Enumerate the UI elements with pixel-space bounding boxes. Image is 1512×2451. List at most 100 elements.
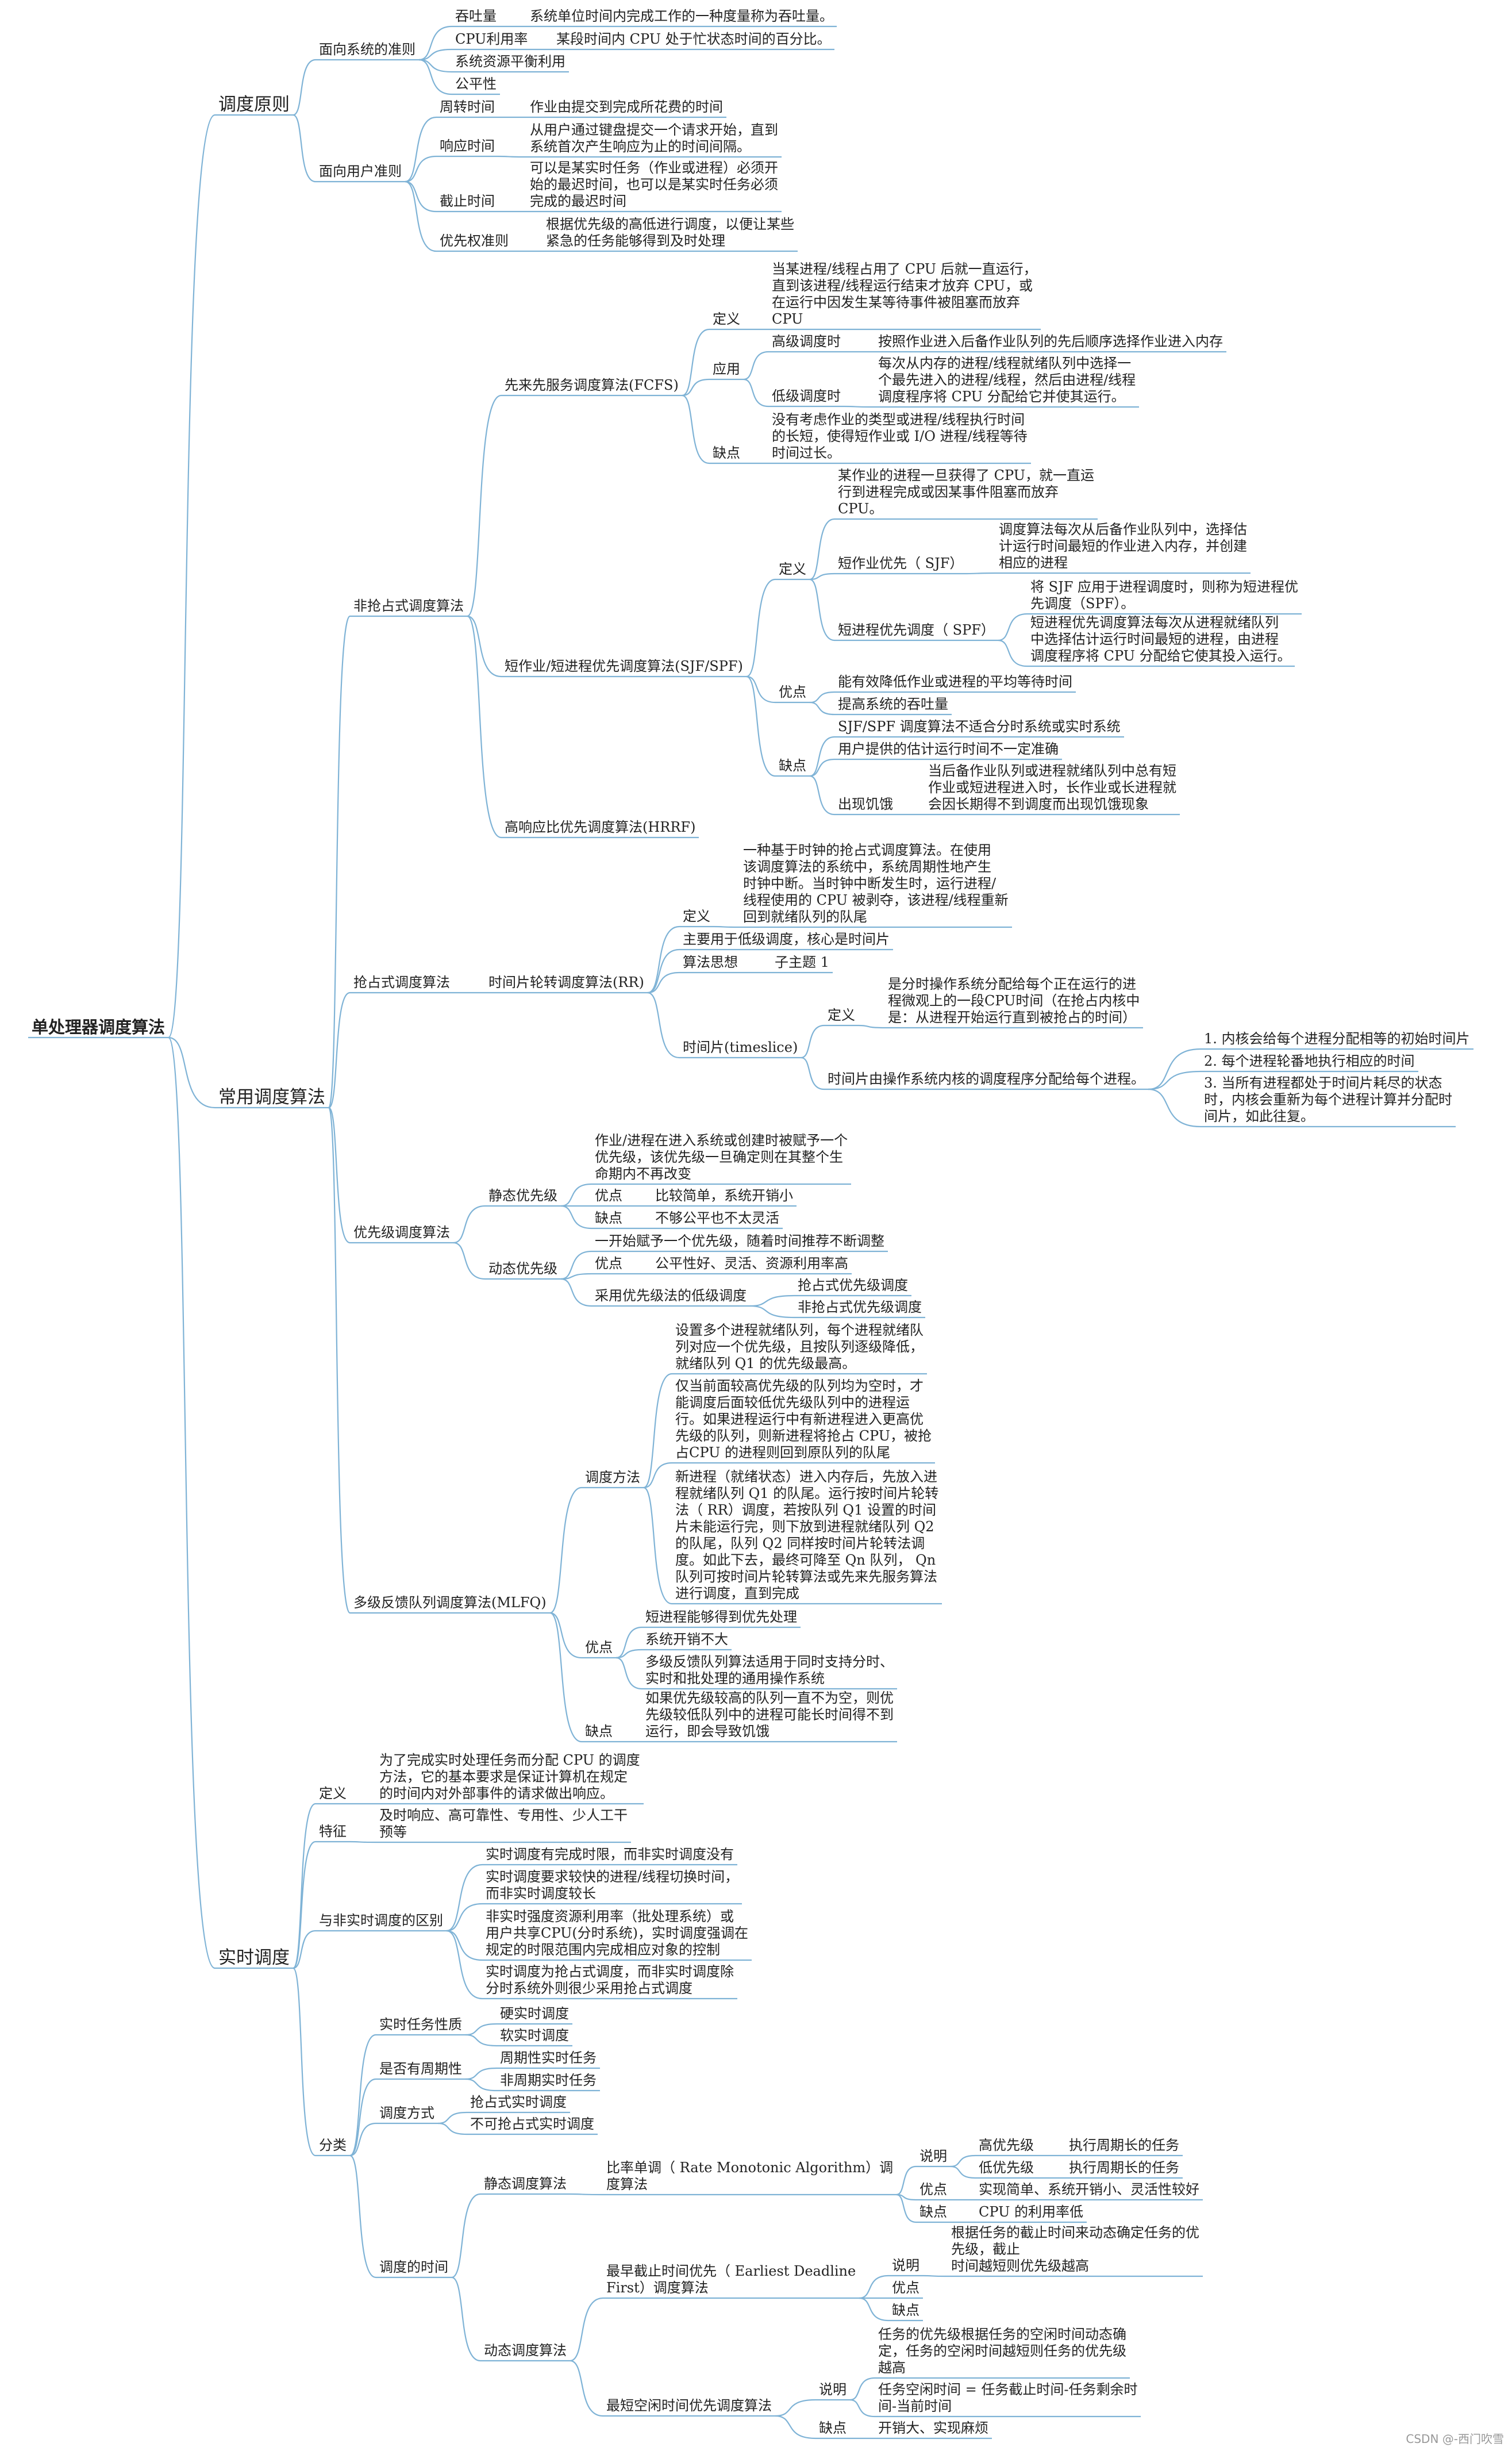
edge-n2-b3 (328, 1107, 351, 1244)
edge-s1-s1a (809, 518, 835, 581)
edge-f-f1 (682, 328, 710, 397)
edge-m2-m2b (615, 1649, 642, 1659)
edge-m2-m2a (615, 1626, 642, 1659)
edge-r4b-r4b1 (1148, 1048, 1201, 1090)
node-s2b: 提高系统的吞吐量 (838, 696, 948, 712)
node-c4b1: 周期性实时任务 (500, 2050, 597, 2066)
node-a2c1: 可以是某实时任务（作业或进程）必须开 始的最迟时间，也可以是某实时任务必须 完成… (530, 160, 778, 209)
edge-s-s2 (746, 675, 776, 704)
edge-m2-m2c (615, 1657, 642, 1690)
edge-b3-p2 (453, 1242, 486, 1280)
edge-n1-a2 (293, 114, 316, 183)
node-a2c: 截止时间 (440, 193, 495, 209)
edge-s1c-s1c2 (998, 639, 1028, 667)
edge-a2b-a2b1 (498, 155, 527, 158)
node-c2: 特征 (319, 1823, 347, 1839)
node-p2c2: 非抢占式优先级调度 (798, 1299, 922, 1315)
node-c6b2a: 开销大、实现麻烦 (878, 2420, 988, 2436)
edge-c4b-c4b1 (465, 2067, 497, 2080)
node-c6b2: 缺点 (819, 2420, 847, 2436)
node-a1a: 吞吐量 (455, 8, 497, 24)
edge-c5a1-c5a1b (950, 2165, 976, 2179)
node-c4c2: 不可抢占式实时调度 (470, 2116, 594, 2132)
edge-c4-c4a (349, 2034, 376, 2157)
node-f3a: 没有考虑作业的类型或进程/线程执行时间 的长短，使得短作业或 I/O 进程/线程… (772, 412, 1028, 461)
node-f2: 应用 (713, 361, 740, 377)
node-r4b: 时间片由操作系统内核的调度程序分配给每个进程。 (828, 1071, 1145, 1087)
edge-s2-s2b (809, 701, 835, 716)
watermark: CSDN @-西门吹雪 (1406, 2432, 1504, 2446)
node-f2a: 高级调度时 (772, 333, 841, 349)
node-a2b1: 从用户通过键盘提交一个请求开始，直到 系统首次产生响应为止的时间间隔。 (530, 122, 778, 155)
node-p1a: 作业/进程在进入系统或创建时被赋予一个 优先级，该优先级一旦确定则在其整个生 命… (595, 1132, 848, 1182)
node-a2d: 优先权准则 (440, 233, 509, 249)
node-c5a1a1: 执行周期长的任务 (1069, 2137, 1179, 2153)
node-r4: 时间片(timeslice) (683, 1039, 798, 1055)
node-c5a3a: CPU 的利用率低 (979, 2204, 1083, 2220)
node-s3b: 用户提供的估计运行时间不一定准确 (838, 741, 1059, 757)
node-b2: 抢占式调度算法 (353, 974, 450, 990)
edge-c4a-c4a2 (465, 2034, 497, 2047)
edge-f2b-f2b1 (844, 405, 875, 408)
edge-n2-b2 (328, 992, 351, 1109)
edge-n1-a1 (293, 59, 316, 116)
node-s1: 定义 (779, 561, 806, 577)
node-p2a: 一开始赋予一个优先级，随着时间推荐不断调整 (595, 1233, 884, 1249)
node-f1a: 当某进程/线程占用了 CPU 后就一直运行， 直到该进程/线程运行结束才放弃 C… (772, 261, 1037, 327)
node-s1b1: 调度算法每次从后备作业队列中，选择估 计运行时间最短的作业进入内存，并创建 相应… (999, 521, 1247, 571)
edge-p2-p2b (560, 1273, 592, 1280)
node-c6: 动态调度算法 (484, 2342, 567, 2358)
edge-s1b-s1b1 (966, 572, 996, 575)
edge-b1-f (467, 394, 502, 617)
edge-s1-s1b (809, 573, 835, 581)
node-p1b: 优点 (595, 1188, 622, 1204)
node-c4d: 调度的时间 (379, 2259, 448, 2275)
node-c6b: 最短空闲时间优先调度算法 (606, 2398, 772, 2414)
node-r1a: 一种基于时钟的抢占式调度算法。在使用 该调度算法的系统中，系统周期性地产生 时钟… (743, 842, 1009, 925)
edge-m1-m1c (643, 1486, 672, 1605)
edge-p1-p1a (560, 1183, 592, 1207)
edge-c6-c6a (570, 2297, 603, 2362)
node-f3: 缺点 (713, 445, 740, 461)
node-m2a: 短进程能够得到优先处理 (645, 1609, 797, 1625)
edge-a2-a2c (405, 180, 437, 213)
edge-p2-p2a (560, 1250, 592, 1280)
node-m2b: 系统开销不大 (645, 1631, 728, 1647)
node-s1a: 某作业的进程一旦获得了 CPU，就一直运 行到进程完成或因某事件阻塞而放弃 CP… (838, 467, 1094, 517)
node-c5a1b: 低优先级 (979, 2160, 1034, 2176)
edge-c4b-c4b2 (465, 2078, 497, 2092)
node-c5a1: 说明 (919, 2148, 947, 2164)
edge-s2-s2a (809, 691, 835, 704)
edge-c6a-c6a1 (859, 2275, 889, 2299)
edge-p1-p1c (560, 1205, 592, 1230)
node-c4a: 实时任务性质 (379, 2016, 462, 2033)
node-c4c1: 抢占式实时调度 (470, 2094, 567, 2110)
node-m1a: 设置多个进程就绪队列，每个进程就绪队 列对应一个优先级，且按队列逐级降低， 就绪… (675, 1322, 924, 1372)
node-c6a2: 优点 (892, 2280, 919, 2296)
edge-c4c-c4c2 (437, 2122, 467, 2135)
node-c5a: 比率单调（ Rate Monotonic Algorithm）调 度算法 (606, 2160, 894, 2192)
edge-m1-m1b (643, 1462, 672, 1489)
node-p2: 动态优先级 (488, 1261, 557, 1277)
node-r4a: 定义 (828, 1007, 855, 1023)
node-n2: 常用调度算法 (218, 1087, 325, 1108)
node-s1c1: 将 SJF 应用于进程调度时，则称为短进程优 先调度（SPF）。 (1030, 579, 1298, 612)
node-s3a: SJF/SPF 调度算法不适合分时系统或实时系统 (838, 719, 1121, 735)
node-f: 先来先服务调度算法(FCFS) (505, 377, 679, 393)
edge-s3-s3a (809, 736, 835, 777)
node-a1b1: 某段时间内 CPU 处于忙状态时间的百分比。 (556, 31, 831, 47)
node-p1c: 缺点 (595, 1210, 622, 1226)
edge-a2-a2a (405, 116, 437, 183)
node-f2a1: 按照作业进入后备作业队列的先后顺序选择作业进入内存 (878, 333, 1223, 349)
node-c2a: 及时响应、高可靠性、专用性、少人工干 预等 (379, 1807, 628, 1840)
edge-c4c-c4c1 (437, 2111, 467, 2125)
node-n0: 单处理器调度算法 (32, 1017, 166, 1037)
edge-n0-n2 (168, 1036, 216, 1109)
node-c6b1a: 任务的优先级根据任务的空闲时间动态确 定，任务的空闲时间越短则任务的优先级 越高 (878, 2326, 1126, 2376)
edge-c5a-c5a3 (896, 2193, 917, 2223)
node-c3a: 实时调度有完成时限，而非实时调度没有 (486, 1846, 734, 1862)
edge-c6b-c6b1 (775, 2399, 816, 2417)
edge-c4d-c6 (451, 2276, 481, 2362)
edge-n2-b4 (328, 1107, 351, 1614)
